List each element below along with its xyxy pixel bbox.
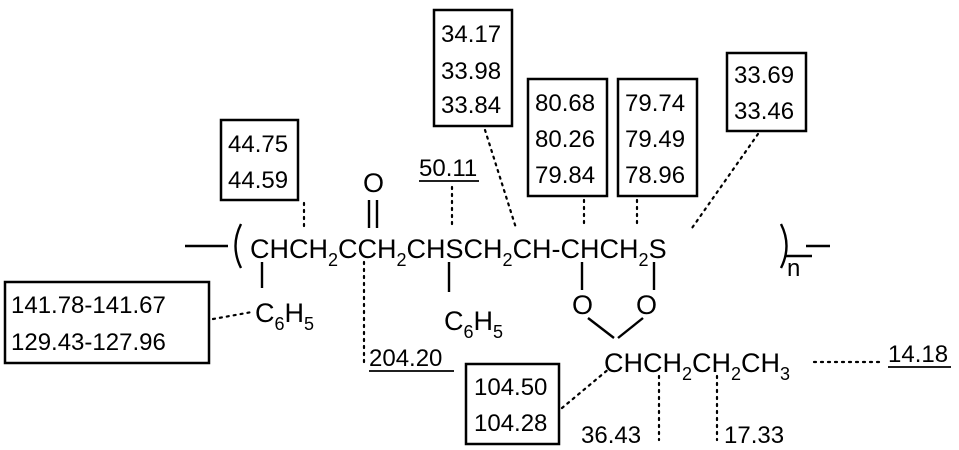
shift-label-ch2-a: 36.43 (581, 422, 641, 449)
shift-box-ch-o-1: 80.68 80.26 79.84 (526, 77, 609, 198)
leader-line (211, 310, 254, 321)
shift-value: 104.28 (474, 410, 547, 437)
shift-box-ch-o-2: 79.74 79.49 78.96 (616, 77, 699, 198)
shift-value: 44.59 (228, 167, 288, 194)
bracket-open (234, 223, 243, 269)
shift-box-sch: 34.17 33.98 33.84 (432, 8, 514, 128)
shift-value: 78.96 (625, 162, 685, 189)
shift-box-ch-backbone: 44.75 44.59 (219, 118, 300, 202)
phenyl-group-2: C6H5 (444, 306, 503, 342)
shift-value: 34.17 (441, 21, 501, 48)
bond-acetal-2 (617, 317, 644, 339)
shift-box-acetal: 104.50 104.28 (464, 362, 561, 446)
ring-oxygen-1: O (572, 290, 593, 320)
phenyl-group-1: C6H5 (255, 298, 314, 334)
shift-value: 141.78-141.67 (11, 292, 166, 319)
shift-value: 79.84 (535, 162, 595, 189)
shift-box-phenyl: 141.78-141.67 129.43-127.96 (3, 280, 211, 365)
carbonyl-oxygen: O (363, 168, 384, 198)
shift-label-carbonyl: 204.20 (369, 345, 442, 372)
bond-acetal-1 (587, 317, 615, 339)
shift-value: 33.46 (734, 98, 794, 125)
ring-oxygen-2: O (636, 290, 657, 320)
shift-value: 129.43-127.96 (11, 329, 166, 356)
repeat-subscript: n (787, 255, 800, 282)
shift-value: 33.69 (734, 62, 794, 89)
shift-value: 44.75 (228, 131, 288, 158)
shift-value: 33.84 (441, 92, 501, 119)
leader-line (483, 128, 518, 230)
backbone-formula: CHCH2CCH2CHSCH2CH-CHCH2S (250, 234, 667, 270)
shift-value: 104.50 (474, 374, 547, 401)
leader-line (690, 132, 760, 230)
shift-label-ch-phenyl: 50.11 (419, 155, 477, 182)
shift-value: 79.74 (625, 90, 685, 117)
shift-box-ch2s: 33.69 33.46 (725, 51, 808, 133)
shift-value: 33.98 (441, 58, 501, 85)
shift-value: 80.26 (535, 126, 595, 153)
shift-value: 80.68 (535, 90, 595, 117)
shift-label-methyl: 14.18 (888, 341, 948, 368)
bracket-close (779, 223, 788, 269)
shift-label-ch2-b: 17.33 (724, 422, 784, 449)
shift-value: 79.49 (625, 126, 685, 153)
leader-line (560, 366, 612, 410)
side-chain-formula: CHCH2CH2CH3 (604, 348, 790, 384)
